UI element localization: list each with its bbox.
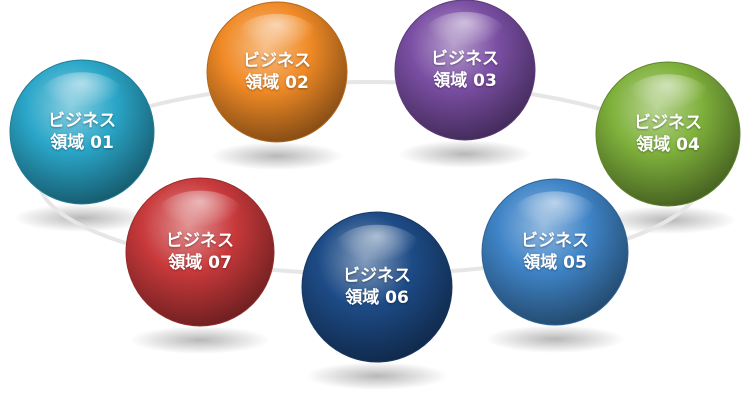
node-07-label: ビジネス 領域 07: [166, 230, 234, 274]
node-03-subtitle: 領域 03: [433, 71, 497, 91]
node-05-title: ビジネス: [521, 231, 589, 251]
node-07-highlight: [154, 190, 246, 247]
node-01-label: ビジネス 領域 01: [48, 110, 116, 154]
node-05-subtitle: 領域 05: [523, 253, 587, 273]
node-01-subtitle: 領域 01: [50, 133, 114, 153]
node-06-shadow: [305, 362, 449, 390]
node-02-shadow: [210, 142, 344, 170]
node-04-title: ビジネス: [634, 113, 702, 133]
node-05-label: ビジネス 領域 05: [521, 230, 589, 274]
node-06-highlight: [330, 224, 424, 282]
node-06-subtitle: 領域 06: [345, 288, 409, 308]
node-06-label: ビジネス 領域 06: [343, 265, 411, 309]
node-03-label: ビジネス 領域 03: [431, 48, 499, 92]
node-04-label: ビジネス 領域 04: [634, 112, 702, 156]
node-05-shadow: [485, 325, 625, 353]
node-07-title: ビジネス: [166, 231, 234, 251]
node-04-highlight: [623, 74, 713, 129]
spheres: [9, 0, 741, 363]
node-01-highlight: [37, 72, 127, 127]
node-01-title: ビジネス: [48, 111, 116, 131]
node-03-highlight: [421, 11, 509, 66]
node-05-highlight: [509, 191, 601, 247]
node-07-shadow: [129, 326, 271, 354]
node-02-highlight: [233, 13, 321, 68]
node-04-subtitle: 領域 04: [636, 135, 700, 155]
node-03-shadow: [398, 140, 532, 168]
node-01-shadow: [13, 204, 151, 232]
node-02-label: ビジネス 領域 02: [243, 50, 311, 94]
node-02-title: ビジネス: [243, 51, 311, 71]
node-03-title: ビジネス: [431, 49, 499, 69]
node-07-subtitle: 領域 07: [168, 253, 232, 273]
node-02-subtitle: 領域 02: [245, 73, 309, 93]
node-06-title: ビジネス: [343, 266, 411, 286]
